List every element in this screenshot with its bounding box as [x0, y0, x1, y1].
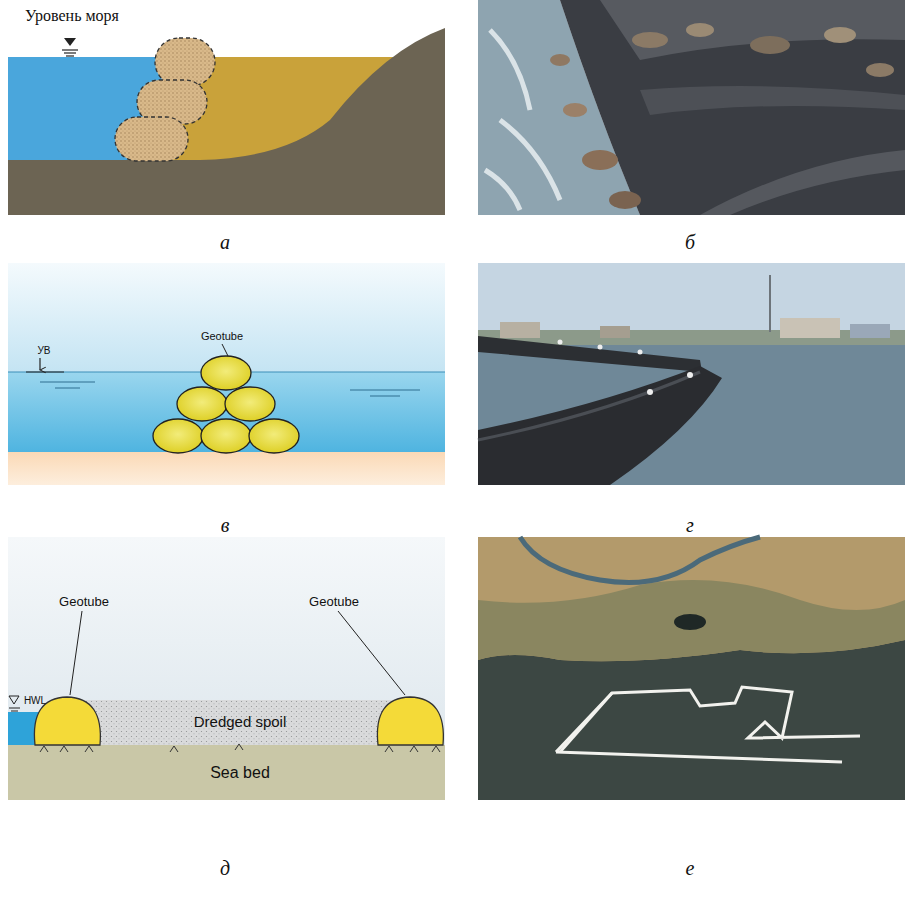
sea-bed-label: Sea bed — [210, 764, 270, 782]
panel-b-photo — [478, 0, 905, 215]
sea-level-label: Уровень моря — [25, 7, 119, 25]
dredged-spoil-label: Dredged spoil — [194, 714, 287, 731]
panel-letter: а — [220, 231, 230, 253]
geotube-label: Geotube — [59, 595, 109, 609]
panel-e-photo — [478, 537, 905, 800]
panel-v-drawing — [8, 263, 445, 485]
panel-letter: г — [686, 514, 694, 536]
panel-g-photo — [478, 263, 905, 485]
panel-letter: в — [221, 514, 230, 536]
panel-letter: д — [220, 857, 230, 879]
panel-d-drawing — [8, 537, 445, 800]
panel-letter: б — [685, 231, 695, 253]
water-level-label: УВ — [37, 345, 50, 356]
panel-letter: е — [686, 857, 695, 879]
panel-a-drawing — [8, 28, 445, 215]
high-water-label: HWL — [24, 695, 46, 706]
geotube-label: Geotube — [201, 330, 243, 342]
geotube-label: Geotube — [309, 595, 359, 609]
